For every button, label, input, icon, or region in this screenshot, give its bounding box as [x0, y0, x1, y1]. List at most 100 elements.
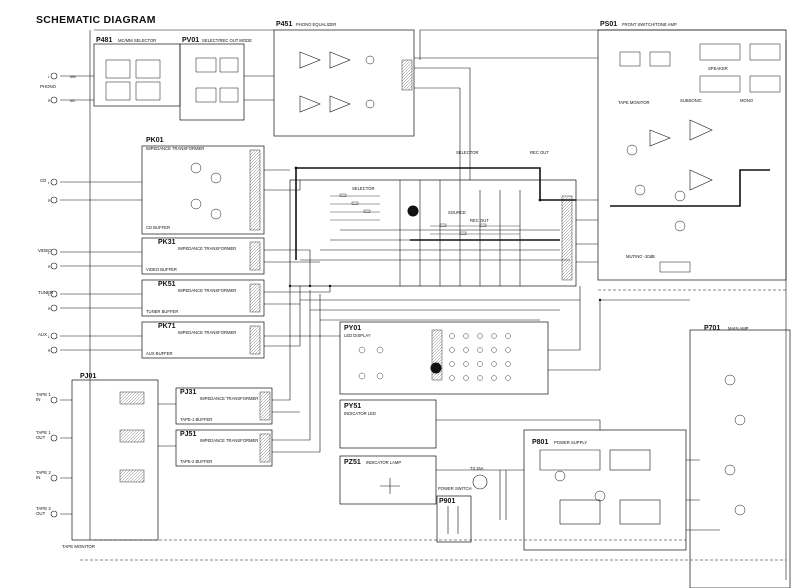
block-pj31-buffer: TAPE-1 BUFFER: [180, 417, 212, 422]
block-py01-sub: LED DISPLAY: [344, 333, 371, 338]
block-pk01-outline: [141, 145, 265, 235]
block-p801-id: P801: [532, 439, 548, 446]
input-label-tuner: TUNER: [38, 290, 53, 295]
block-pk51-outline: [141, 279, 265, 317]
label-subsonic: SUBSONIC: [680, 98, 702, 103]
label-tape-monitor-sw: TAPE MONITOR: [618, 100, 650, 105]
block-pv01-outline: [179, 43, 245, 121]
channel-r-cd: R: [48, 199, 51, 203]
input-label-cd: CD: [40, 178, 46, 183]
label-power-switch: POWER SWITCH: [438, 486, 472, 491]
block-pk01-buffer: CD BUFFER: [146, 225, 170, 230]
heavy-bus-lines: [295, 167, 770, 260]
block-py01-outline: [339, 321, 549, 395]
label-line: OUT: [36, 435, 46, 440]
block-p481-id: P481: [96, 37, 112, 44]
block-ps01-id: PS01: [600, 21, 617, 28]
junction-dots: [288, 166, 602, 374]
input-label-tape-monitor: TAPE MONITOR: [62, 544, 95, 549]
input-label-aux: AUX: [38, 332, 47, 337]
label-rec-out-switch: REC OUT: [530, 150, 549, 155]
selector-switch-contacts: [105, 57, 239, 103]
block-p801-sub: POWER SUPPLY: [554, 440, 587, 445]
channel-r-tuner: R: [48, 307, 51, 311]
block-pk51-buffer: TUNER BUFFER: [146, 309, 178, 314]
block-pj51-id: PJ51: [180, 431, 196, 438]
label-selector-switch: SELECTOR: [456, 150, 479, 155]
power-supply-parts: [380, 449, 661, 534]
block-p481-outline: [93, 43, 181, 107]
channel-l-aux: L: [48, 335, 50, 339]
block-pj51-sub: IMPEDANCE TRANSFORMER: [200, 438, 258, 443]
block-py01-id: PY01: [344, 325, 361, 332]
label-selector: SELECTOR: [352, 186, 375, 191]
block-pk01-sub: IMPEDANCE TRANSFORMER: [146, 146, 204, 151]
label-speaker: SPEAKER: [708, 66, 728, 71]
input-label-video: VIDEO: [38, 248, 52, 253]
block-pj01-id: PJ01: [80, 373, 96, 380]
block-p701-sub: MAIN AMP: [728, 326, 749, 331]
label-fuse: T3.15A: [470, 466, 484, 471]
channel-r-aux: R: [48, 349, 51, 353]
block-p901-outline: [436, 495, 472, 543]
junction-dot-selector: [407, 205, 419, 217]
block-py51-id: PY51: [344, 403, 361, 410]
block-labels: P481 MC/MM SELECTOR PV01 SELECT/REC OUT …: [80, 21, 749, 505]
block-pj31-sub: IMPEDANCE TRANSFORMER: [200, 396, 258, 401]
block-pk31-outline: [141, 237, 265, 275]
block-pk01-id: PK01: [146, 137, 164, 144]
ground-rails: [80, 289, 786, 561]
block-pj51-buffer: TAPE-2 BUFFER: [180, 459, 212, 464]
channel-r-phono: R: [48, 99, 51, 103]
label-rec-out: REC OUT: [470, 218, 489, 223]
label-mono: MONO: [740, 98, 754, 103]
block-p701-id: P701: [704, 325, 720, 332]
channel-l-video: L: [48, 251, 50, 255]
block-pk31-id: PK31: [158, 239, 176, 246]
block-p451-sub: PHONO EQUALIZER: [296, 22, 336, 27]
block-p481-sub: MC/MM SELECTOR: [118, 38, 156, 43]
signal-bus-wiring: [60, 29, 787, 580]
label-line: IN: [36, 475, 40, 480]
transistor-symbols: [190, 55, 746, 516]
block-pj51-outline: [175, 429, 273, 467]
block-pz51-sub: INDICATOR LAMP: [366, 460, 401, 465]
tone-amp-parts: [619, 43, 781, 273]
input-jacks: [50, 72, 58, 518]
block-pv01-sub: SELECT/REC OUT MODE: [202, 38, 252, 43]
channel-l-phono: L: [48, 75, 50, 79]
block-p451-id: P451: [276, 21, 292, 28]
label-muting: MUTING -20dB: [626, 254, 655, 259]
input-label-phono: PHONO: [40, 84, 57, 89]
block-pk71-sub: IMPEDANCE TRANSFORMER: [178, 330, 236, 335]
block-pk31-sub: IMPEDANCE TRANSFORMER: [178, 246, 236, 251]
channel-r-video: R: [48, 265, 51, 269]
block-p451-outline: [273, 29, 415, 137]
opamp-symbols: [299, 51, 713, 191]
block-ps01-sub: FRONT SWITCH/TONE AMP: [622, 22, 677, 27]
channel-l-tuner: L: [48, 293, 50, 297]
selector-board-outline: [289, 179, 577, 287]
channel-l-cd: L: [48, 181, 50, 185]
label-mc: MC: [70, 99, 76, 103]
block-pk71-id: PK71: [158, 323, 176, 330]
block-pj01-outline: [71, 379, 159, 541]
block-pk51-id: PK51: [158, 281, 176, 288]
connector-pin-strips: [119, 59, 573, 483]
function-labels: SELECTOR SELECTOR SOURCE REC OUT REC OUT…: [70, 66, 754, 491]
block-p901-id: P901: [439, 498, 455, 505]
selector-resistor-array: [330, 193, 520, 235]
label-line: IN: [36, 397, 40, 402]
block-py51-sub: INDICATOR LED: [344, 411, 376, 416]
block-pv01-id: PV01: [182, 37, 199, 44]
block-pk71-buffer: AUX BUFFER: [146, 351, 173, 356]
label-source: SOURCE: [448, 210, 466, 215]
led-display-grid: [358, 333, 511, 381]
block-pj31-id: PJ31: [180, 389, 196, 396]
